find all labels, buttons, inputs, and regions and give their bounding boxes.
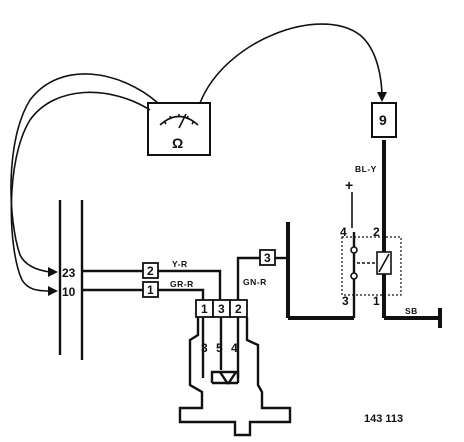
svg-text:4: 4: [231, 341, 238, 355]
test-lead-right: [199, 23, 383, 104]
relay: 4 2 3 1 +: [340, 140, 402, 318]
test-lead-left-upper: [10, 73, 159, 273]
svg-text:5: 5: [216, 341, 223, 355]
arrow-to-pin-23: [48, 267, 58, 277]
wire-label-y-r: Y-R: [172, 259, 188, 269]
relay-pin-1: 1: [373, 294, 380, 308]
wire-y-r: [158, 269, 222, 300]
svg-text:2: 2: [147, 264, 154, 278]
wire-label-gn-r: GN-R: [243, 277, 267, 287]
relay-pin-2: 2: [373, 225, 380, 239]
ohmmeter: Ω: [147, 102, 211, 156]
svg-text:1: 1: [147, 283, 154, 297]
wire-label-gr-r: GR-R: [170, 279, 194, 289]
relay-pin-4: 4: [340, 225, 347, 239]
ohm-symbol: Ω: [172, 135, 183, 151]
wire-label-sb: SB: [405, 306, 418, 316]
relay-pin-3: 3: [342, 294, 349, 308]
svg-text:3: 3: [201, 341, 208, 355]
wire-gr-r: [158, 288, 205, 300]
arrow-to-component-9: [377, 92, 387, 102]
svg-text:9: 9: [379, 112, 387, 128]
svg-text:3: 3: [218, 302, 225, 316]
test-lead-left-lower: [10, 91, 151, 292]
wire-label-bl-y: BL-Y: [355, 164, 377, 174]
ohmmeter-needle: [178, 113, 187, 129]
svg-text:3: 3: [264, 251, 271, 265]
component-9: [371, 102, 397, 138]
pin-23-label: 23: [62, 266, 76, 280]
switch-body: 3 5 4: [178, 317, 292, 437]
svg-text:1: 1: [201, 302, 208, 316]
relay-housing: [341, 236, 402, 296]
supply-plus: +: [345, 177, 353, 193]
figure-number: 143 113: [364, 413, 403, 425]
arrow-to-pin-10: [48, 286, 58, 296]
svg-text:2: 2: [235, 302, 242, 316]
ohmmeter-body: [147, 102, 211, 156]
left-connector-block: [58, 200, 84, 360]
pin-10-label: 10: [62, 285, 76, 299]
wire-gn-r: [236, 256, 260, 300]
switch-connector: 1 3 2: [195, 299, 248, 318]
